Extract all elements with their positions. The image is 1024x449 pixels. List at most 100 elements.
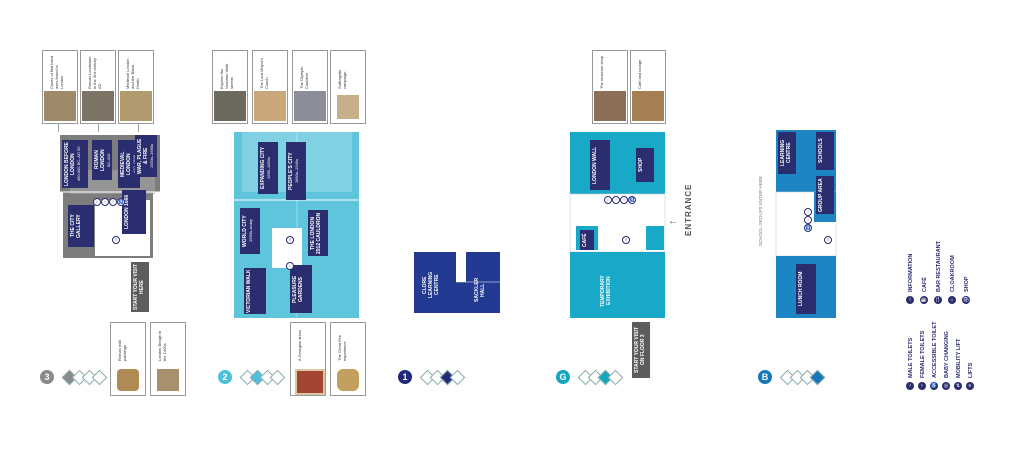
accessible-toilet-icon: ♿ — [804, 224, 812, 232]
callout-text: London Bridge in the 1400s — [157, 330, 167, 361]
school-entrance-note: SCHOOL GROUPS ENTER HERE — [758, 176, 763, 246]
callout-2-b: The Lord Mayor's Coach — [252, 50, 288, 124]
room-shop[interactable]: SHOP — [636, 148, 654, 182]
accessible-toilet-icon: ♿ — [930, 382, 938, 390]
info-icon: i — [906, 296, 914, 304]
legend-label: CAFÉ — [922, 277, 928, 292]
callout-text: A Georgian dress — [297, 330, 302, 361]
lift-icon: ≡ — [112, 236, 120, 244]
callout-text: Explore the Victorian Walk streets — [219, 63, 234, 89]
start-visit-floor3-label: START YOUR VISIT ON FLOOR 3 — [632, 322, 650, 378]
floor-indicator-diamond — [269, 369, 286, 386]
female-toilet-icon: ♀ — [109, 198, 117, 206]
baby-changing-icon: ◎ — [942, 382, 950, 390]
photo-great-fire — [337, 369, 359, 391]
callout-text: Cases of flint hand axes found in London — [49, 55, 64, 89]
legend-label: MALE TOILETS — [908, 337, 914, 378]
callout-3-a: Cases of flint hand axes found in London — [42, 50, 78, 124]
room-pleasure-gardens[interactable]: PLEASURE GARDENS — [290, 265, 312, 313]
floor-1-plan — [414, 252, 500, 313]
room-clore-learning[interactable]: CLORE LEARNING CENTRE — [422, 271, 440, 299]
room-lunch-room[interactable]: LUNCH ROOM — [796, 264, 816, 314]
floor-3-badge: 3 — [40, 370, 54, 384]
photo-lord-mayors-coach — [254, 91, 286, 121]
callout-2-a: Explore the Victorian Walk streets — [212, 50, 248, 124]
callout-text: Café and lounge — [637, 59, 642, 89]
photo-flint-axes — [44, 91, 76, 121]
info-icon: i — [93, 198, 101, 206]
photo-victorian-walk — [214, 91, 246, 121]
restaurant-icon: 🍴 — [934, 296, 942, 304]
callout-2-d: Suffragette campaign — [330, 50, 366, 124]
callout-2-f: The Great Fire experience — [330, 322, 366, 396]
legend-label: ACCESSIBLE TOILET — [932, 321, 938, 378]
legend-label: BABY CHANGING — [944, 331, 950, 378]
legend-label: MOBILITY LIFT — [956, 338, 962, 378]
photo-suffragette — [337, 95, 359, 119]
info-icon: i — [286, 262, 294, 270]
photo-london-bridge — [157, 369, 179, 391]
cafe-icon: ☕ — [920, 296, 928, 304]
room-victorian-walk[interactable]: VICTORIAN WALK — [244, 268, 266, 314]
callout-text: The Olympic Cauldron — [299, 66, 309, 89]
callout-g-b: Café and lounge — [630, 50, 666, 124]
male-toilet-icon: ♂ — [101, 198, 109, 206]
legend-label: CLOAKROOM — [950, 255, 956, 292]
callout-text: Suffragette campaign — [337, 69, 347, 90]
room-sackler-hall[interactable]: SACKLER HALL — [474, 277, 486, 303]
callout-g-a: The museum shop — [592, 50, 628, 124]
floor-1-badge: 1 — [398, 370, 412, 384]
photo-shop — [594, 91, 626, 121]
photo-cafe — [632, 91, 664, 121]
room-group-area[interactable]: GROUP AREA — [816, 176, 834, 214]
room-london-wall[interactable]: LONDON WALL — [590, 140, 610, 190]
photo-georgian-dress — [295, 369, 325, 395]
floor-g-badge: G — [556, 370, 570, 384]
photo-wall-paintings — [117, 369, 139, 391]
legend-label: BAR RESTAURANT — [936, 241, 942, 292]
callout-2-e: A Georgian dress — [290, 322, 326, 396]
callout-3-b: Roman Londinium in the 3rd century AD — [80, 50, 116, 124]
room-schools[interactable]: SCHOOLS — [816, 132, 834, 170]
photo-olympic-cauldron — [294, 91, 326, 121]
callout-3-c: Medieval London and the Black Death — [118, 50, 154, 124]
callout-text: The Lord Mayor's Coach — [259, 58, 269, 89]
room-cauldron[interactable]: THE LONDON 2012 CAULDRON — [308, 210, 328, 256]
female-toilet-icon: ♀ — [918, 382, 926, 390]
floor-b-badge: B — [758, 370, 772, 384]
floor-indicator-diamond — [809, 369, 826, 386]
male-toilet-icon: ♂ — [804, 208, 812, 216]
info-icon: i — [604, 196, 612, 204]
lift-icon: ≡ — [824, 236, 832, 244]
room-learning-centre[interactable]: LEARNING CENTRE — [778, 132, 796, 174]
entrance-arrow-icon: ← — [668, 216, 678, 227]
mobility-lift-icon: ⇅ — [954, 382, 962, 390]
female-toilet-icon: ♀ — [620, 196, 628, 204]
legend-label: LIFTS — [968, 362, 974, 378]
room-london-1666[interactable]: LONDON 1666 — [122, 190, 146, 234]
callout-3-d: Roman wall paintings — [110, 322, 146, 396]
female-toilet-icon: ♀ — [804, 216, 812, 224]
callout-text: Medieval London and the Black Death — [125, 58, 140, 89]
room-temporary-exhibition[interactable]: TEMPORARY EXHIBITION — [600, 275, 612, 307]
lifts-icon: ≡ — [966, 382, 974, 390]
lift-icon: ≡ — [286, 236, 294, 244]
legend-label: INFORMATION — [908, 253, 914, 292]
male-toilet-icon: ♂ — [612, 196, 620, 204]
shop-icon: 🛍 — [962, 296, 970, 304]
floor-indicator-diamond — [607, 369, 624, 386]
entrance-label: ENTRANCE — [684, 183, 693, 236]
room-city-gallery[interactable]: THE CITY GALLERY — [68, 205, 94, 247]
photo-medieval — [120, 91, 152, 121]
legend-label: SHOP — [964, 276, 970, 292]
accessible-toilet-icon: ♿ — [117, 198, 125, 206]
room-cafe[interactable]: CAFÉ — [580, 230, 594, 250]
callout-text: The Great Fire experience — [337, 334, 347, 361]
photo-roman-londinium — [82, 91, 114, 121]
